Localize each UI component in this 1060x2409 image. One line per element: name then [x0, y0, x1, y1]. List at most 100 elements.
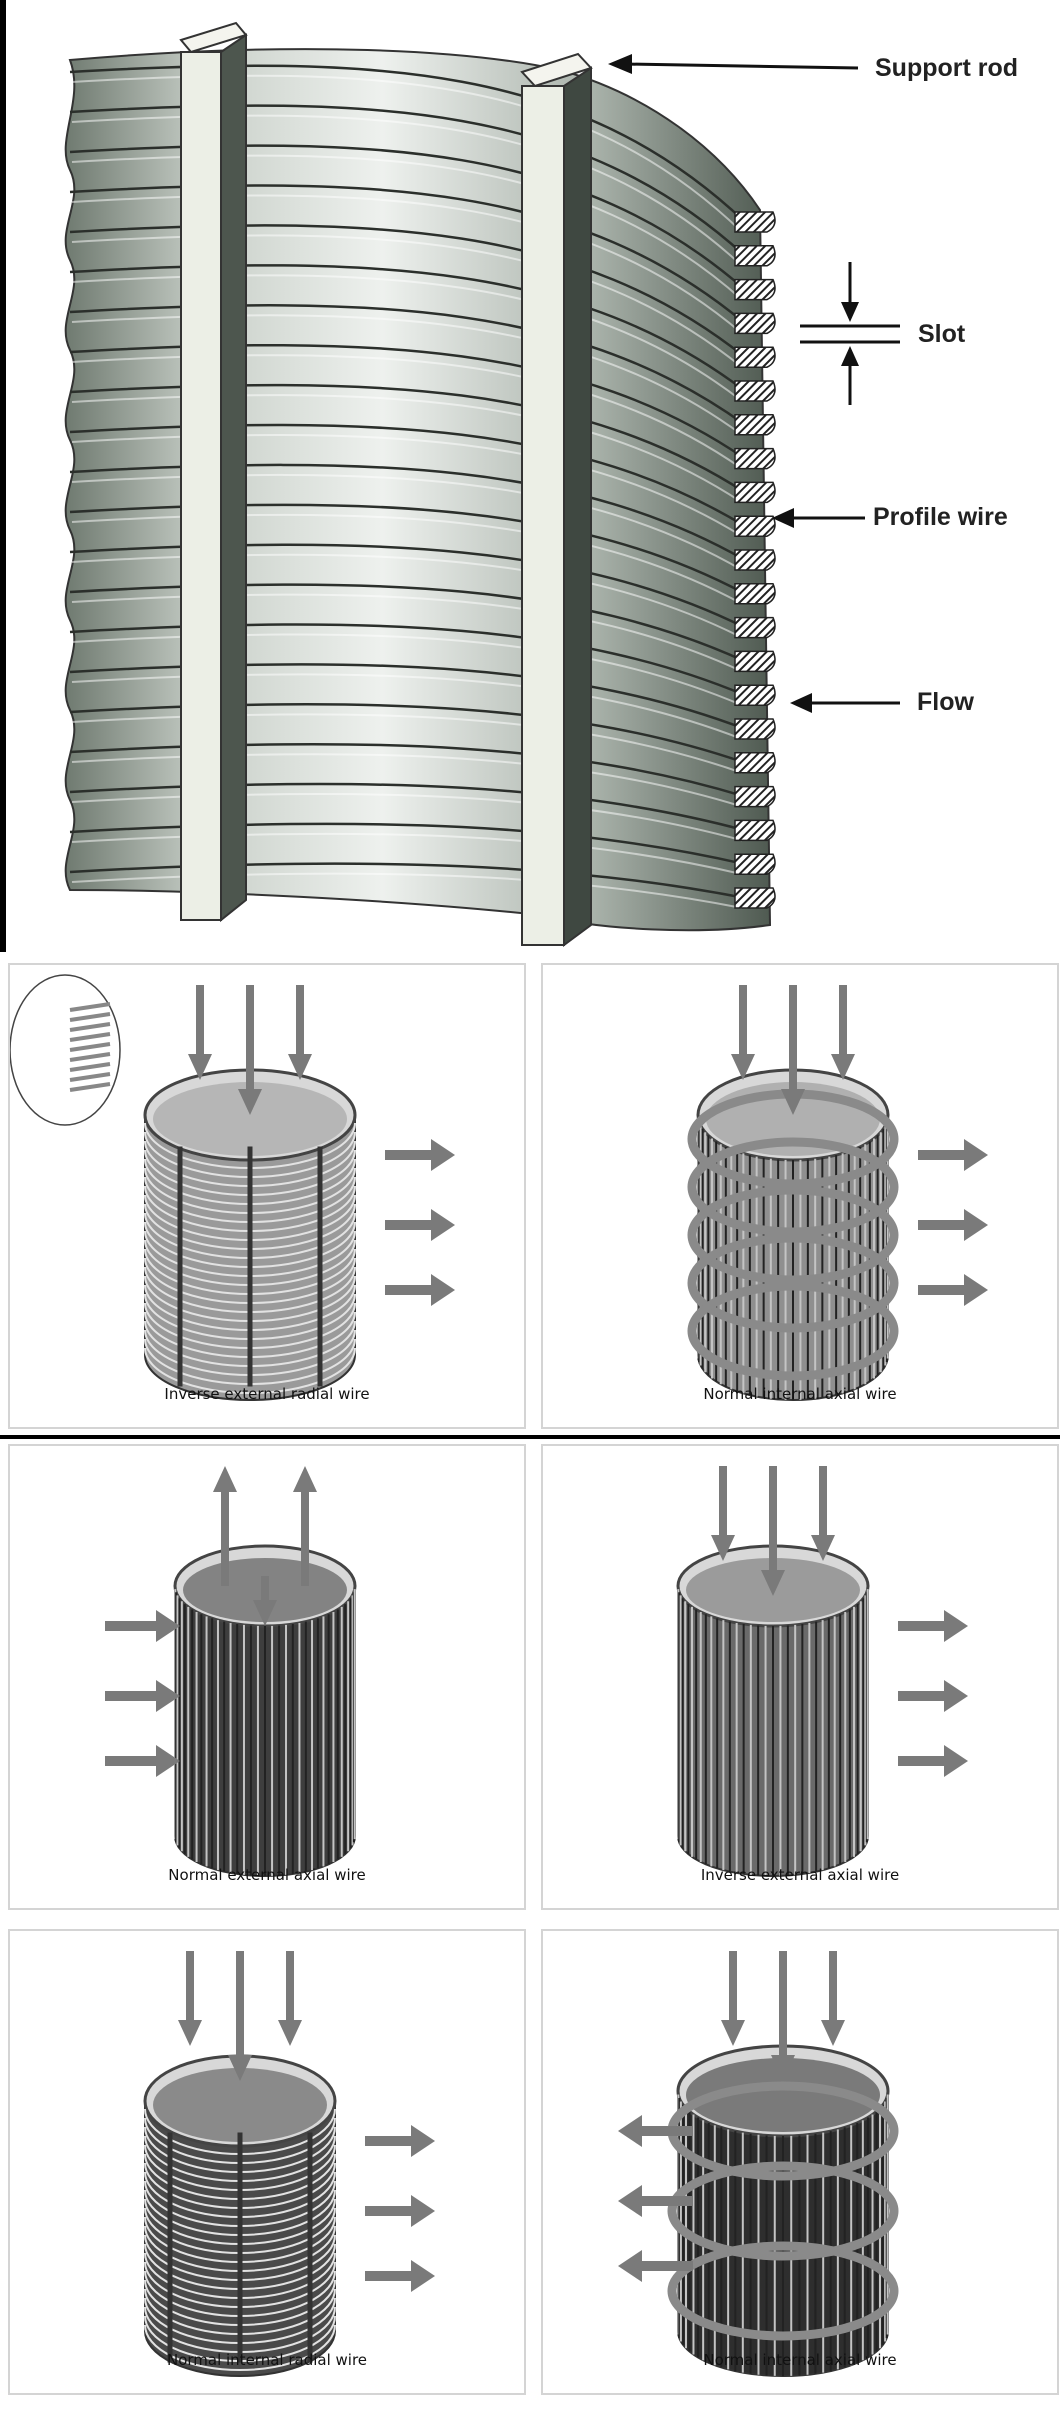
support-ring	[687, 1137, 899, 1237]
profile-wire-section	[734, 819, 776, 842]
support-rod-arrow	[624, 62, 859, 70]
arrowhead-icon	[188, 1054, 212, 1080]
arrowhead-icon	[293, 1466, 317, 1492]
arrowhead-icon	[811, 1535, 835, 1561]
arrowhead-icon	[618, 2250, 642, 2282]
profile-wire-section	[734, 278, 776, 301]
profile-wire-section	[734, 481, 776, 504]
profile-wire-section	[734, 718, 776, 740]
arrowhead-icon	[431, 1139, 455, 1171]
flow-arrows	[618, 1951, 845, 2282]
cylinder	[667, 2044, 899, 2377]
profile-wire-section	[734, 245, 776, 267]
panel-normal-external-axial-wire: Normal external axial wire	[8, 1444, 526, 1910]
arrowhead-icon	[156, 1745, 180, 1777]
arrowhead-icon	[431, 1209, 455, 1241]
arrowhead-icon	[964, 1274, 988, 1306]
profile-wire-section	[734, 380, 776, 402]
arrowhead-icon	[178, 2020, 202, 2046]
wedge-wire-screen-diagram: Support rod Slot Profile wire Flow	[0, 0, 1060, 952]
profile-wire-section	[734, 549, 776, 571]
panel-caption: Inverse external radial wire	[164, 1385, 370, 1403]
arrowhead-icon	[711, 1535, 735, 1561]
panel-inverse-external-axial-wire: Inverse external axial wire	[541, 1444, 1059, 1910]
arrowhead-icon	[213, 1466, 237, 1492]
arrowhead-icon	[156, 1680, 180, 1712]
screen-cutaway-illustration	[64, 21, 900, 947]
arrowhead-icon	[964, 1209, 988, 1241]
profile-wire-section	[734, 211, 776, 233]
arrowhead-icon	[831, 1054, 855, 1080]
flow-arrows	[711, 1466, 968, 1777]
arrowhead-icon	[288, 1054, 312, 1080]
cylinder-illustration	[687, 985, 988, 1401]
cylinder	[687, 1068, 899, 1401]
profile-wire-section	[734, 312, 776, 335]
slot-label: Slot	[918, 320, 966, 348]
profile-wire-section	[734, 650, 776, 673]
arrowhead-icon	[156, 1610, 180, 1642]
flow-label: Flow	[917, 688, 974, 716]
cylinder-illustration	[143, 1951, 435, 2377]
arrowhead-icon	[731, 1054, 755, 1080]
support-ring	[687, 1185, 899, 1285]
profile-wire-section	[734, 515, 776, 537]
panel-caption: Normal internal axial wire	[703, 1385, 897, 1403]
arrowhead-icon	[944, 1680, 968, 1712]
arrowhead-icon	[411, 2125, 435, 2157]
detail-wire	[69, 1052, 111, 1062]
support-ring	[687, 1233, 899, 1333]
wire-ring	[144, 1347, 356, 1394]
cylinder	[143, 2054, 337, 2377]
profile-wire-label: Profile wire	[873, 503, 1008, 531]
profile-wire-section	[734, 346, 776, 368]
profile-wire-section	[734, 447, 776, 470]
cylinder-illustration	[10, 974, 455, 1401]
detail-wire	[69, 1022, 111, 1032]
arrowhead-icon	[781, 1089, 805, 1115]
left-edge-bar	[0, 0, 6, 952]
support-ring	[687, 1281, 899, 1381]
panel-normal-internal-radial-wire: Normal internal radial wire	[8, 1929, 526, 2395]
cylinder-illustration	[676, 1466, 968, 1877]
support-ring	[667, 2161, 899, 2261]
arrowhead-icon	[618, 2115, 642, 2147]
support-rod-1	[179, 21, 248, 923]
arrowhead-icon	[278, 2020, 302, 2046]
support-rod-2	[520, 52, 593, 947]
arrowhead-icon	[411, 2195, 435, 2227]
arrowhead-icon	[253, 1600, 277, 1626]
flow-arrows	[105, 1466, 317, 1777]
cylinder-illustration	[105, 1466, 357, 1877]
flow-arrows	[188, 985, 455, 1306]
arrowhead-icon	[431, 1274, 455, 1306]
panel-normal-internal-axial-wire: Normal internal axial wire	[541, 963, 1059, 1429]
arrowhead-icon	[721, 2020, 745, 2046]
arrowhead-icon	[411, 2260, 435, 2292]
arrowhead-icon	[944, 1610, 968, 1642]
arrowhead-icon	[618, 2185, 642, 2217]
cylinder-illustration	[618, 1951, 899, 2377]
wire-ring	[144, 2324, 336, 2371]
arrowhead-icon	[821, 2020, 845, 2046]
arrowhead-icon	[238, 1089, 262, 1115]
row-divider	[0, 1435, 1060, 1439]
arrowhead-icon	[771, 2055, 795, 2081]
profile-wire-section	[734, 785, 776, 808]
detail-wire	[69, 1082, 111, 1092]
profile-wire-section	[734, 752, 776, 774]
detail-wire	[69, 1012, 111, 1022]
detail-magnifier	[10, 974, 121, 1126]
profile-wire-section	[734, 583, 776, 605]
panel-caption: Normal internal radial wire	[166, 2351, 368, 2369]
detail-wire	[69, 1032, 111, 1042]
arrowhead-icon	[964, 1139, 988, 1171]
flow-arrows	[731, 985, 988, 1306]
detail-wire	[69, 1062, 111, 1072]
flow-arrows	[178, 1951, 435, 2292]
cylinder	[143, 1068, 357, 1401]
profile-wire-section	[734, 887, 776, 909]
profile-wire-section	[734, 684, 776, 706]
panel-caption: Inverse external axial wire	[700, 1866, 900, 1884]
arrowhead-icon	[761, 1570, 785, 1596]
